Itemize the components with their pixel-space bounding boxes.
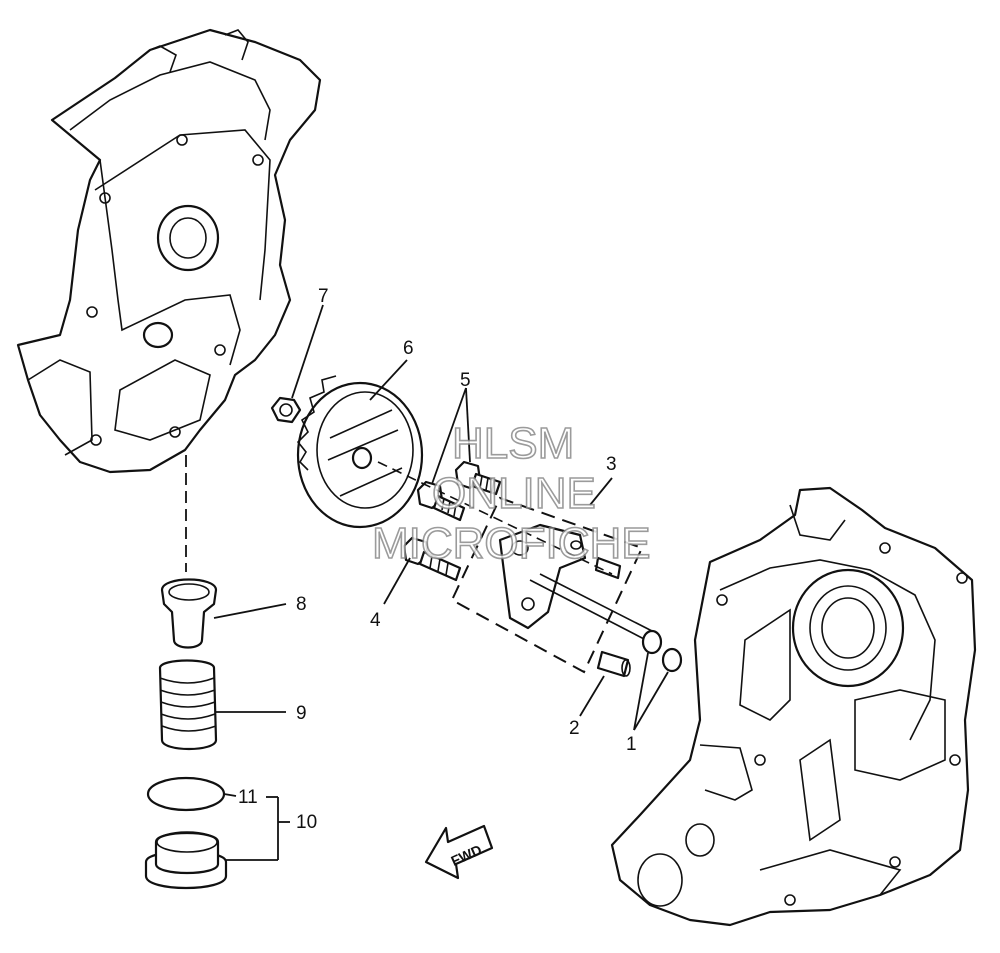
callout-7: 7 <box>318 286 329 307</box>
right-crankcase <box>610 486 977 927</box>
leader-lines <box>185 304 669 861</box>
callout-8: 8 <box>296 594 307 615</box>
oil-strainer <box>158 659 218 750</box>
fwd-arrow-icon: FWD <box>424 824 494 880</box>
bolt-upper-a <box>454 460 502 496</box>
left-crankcase-cover <box>16 28 322 474</box>
bolt-upper-b <box>416 480 466 522</box>
bolt-lower <box>402 536 462 582</box>
callout-4: 4 <box>370 610 381 631</box>
o-rings <box>641 629 683 673</box>
nut <box>270 396 302 424</box>
callouts: 7 6 5 3 4 2 1 8 9 11 10 <box>238 286 637 833</box>
watermark-line-1: HLSM <box>452 419 574 468</box>
callout-11: 11 <box>238 787 258 808</box>
callout-10: 10 <box>296 812 317 833</box>
callout-6: 6 <box>403 338 414 359</box>
callout-9: 9 <box>296 703 307 724</box>
oil-pump-assembly <box>450 496 655 674</box>
callout-5: 5 <box>460 370 471 391</box>
oil-pump-gear <box>296 375 424 529</box>
strainer-seat <box>160 578 218 649</box>
o-ring-large <box>146 776 226 812</box>
watermark-line-3: MICROFICHE <box>372 519 651 568</box>
dowel-pin <box>596 650 631 678</box>
callout-3: 3 <box>606 454 617 475</box>
watermark: HLSM ONLINE MICROFICHE <box>371 418 651 569</box>
callout-1: 1 <box>626 734 637 755</box>
drain-plug <box>144 831 228 890</box>
watermark-line-2: ONLINE <box>432 469 596 518</box>
callout-2: 2 <box>569 718 580 739</box>
